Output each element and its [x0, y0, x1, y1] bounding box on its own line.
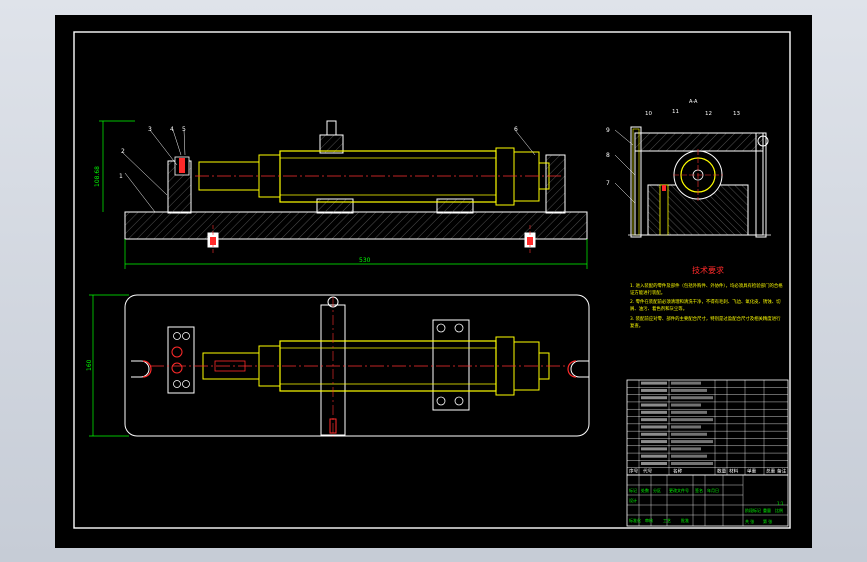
parts-row-code — [641, 454, 667, 458]
side-view: 9 8 7 10 11 12 13 A-A — [606, 99, 771, 238]
title-block-cell: 年月日 — [707, 487, 719, 493]
parts-table-header: 名称 — [673, 468, 683, 475]
front-balloon: 6 — [514, 126, 518, 133]
parts-row-name — [671, 381, 701, 385]
tech-requirements-line: 复查。 — [630, 322, 643, 329]
front-view: 530 108.68 1 2 3 4 5 6 — [94, 120, 588, 269]
front-top-clamp — [319, 134, 344, 154]
parts-table-header: 材料 — [729, 468, 739, 475]
title-block-cell: 分区 — [653, 487, 661, 493]
side-right-bolt — [755, 132, 767, 238]
parts-table-header: 备注 — [777, 468, 787, 475]
parts-row-name — [671, 410, 707, 414]
side-section-label: A-A — [689, 99, 698, 105]
front-balloon: 2 — [121, 148, 125, 155]
parts-row-code — [641, 381, 667, 385]
drawing-frame — [73, 31, 791, 529]
cad-drawing-canvas: 530 108.68 1 2 3 4 5 6 — [73, 31, 791, 529]
front-base-plate — [124, 211, 588, 240]
side-top-plate — [634, 132, 764, 152]
parts-row-name — [671, 432, 707, 436]
title-block-cell: 第 张 — [763, 518, 772, 524]
side-balloon: 7 — [606, 180, 610, 187]
tech-requirements-line: 屑、油污、着色剂和灰尘等。 — [630, 305, 687, 312]
plan-view: 160 — [86, 294, 590, 437]
side-balloon: 8 — [606, 152, 610, 159]
parts-row-name — [671, 454, 707, 458]
parts-row-code — [641, 447, 667, 451]
front-right-support — [545, 154, 566, 214]
parts-row-code — [641, 432, 667, 436]
parts-table: 序号代号 名称 数量材料 单重 总重备注 — [626, 379, 789, 476]
parts-row-code — [641, 418, 667, 422]
parts-row-name — [671, 440, 713, 444]
front-left-bolt — [179, 158, 185, 173]
title-block-cell: 设计 — [629, 497, 637, 503]
parts-row-code — [641, 425, 667, 429]
title-block-cell: 1:1 — [777, 501, 784, 506]
side-balloon: 13 — [733, 111, 740, 117]
title-block-cell: 签名 — [695, 487, 703, 493]
parts-table-header: 序号 — [629, 468, 639, 475]
parts-row-name — [671, 447, 701, 451]
title-block-cell: 重量 — [763, 507, 771, 513]
title-block-cell: 审核 — [645, 517, 653, 523]
parts-row-name — [671, 425, 701, 429]
title-block: 标记处数分区 更改文件号签名年月日阶段标记重量比例 设计标准化审核 工艺 批准 共 张 第 … — [626, 474, 789, 527]
cad-drawing-sheet: 530 108.68 1 2 3 4 5 6 — [55, 15, 812, 548]
parts-row-code — [641, 440, 667, 444]
title-block-cell: 共 张 — [745, 518, 754, 524]
parts-table-header: 数量 — [717, 468, 727, 475]
front-height-text: 108.68 — [94, 166, 101, 187]
title-block-cell: 标记 — [629, 487, 637, 493]
front-balloon: 5 — [182, 126, 186, 133]
parts-row-name — [671, 403, 701, 407]
title-block-cell: 标准化 — [629, 517, 641, 523]
tech-requirements-line: 3. 装配前应对零、部件的主要配合尺寸，特别是过盈配合尺寸及相关精度进行 — [630, 315, 781, 322]
parts-row-code — [641, 462, 667, 465]
plan-height-text: 160 — [86, 359, 93, 371]
tech-requirements-line: 2. 零件在装配前必须清理和清洗干净，不得有毛刺、飞边、氧化皮、锈蚀、切 — [630, 298, 781, 305]
parts-table-header: 单重 — [747, 468, 757, 475]
plan-bearing-block — [432, 319, 470, 411]
parts-row-code — [641, 388, 667, 392]
tech-requirements-title: 技术要求 — [692, 265, 724, 275]
plan-left-clamp — [167, 326, 195, 394]
side-balloon: 9 — [606, 127, 610, 134]
side-balloon: 12 — [705, 111, 712, 117]
parts-row-code — [641, 396, 667, 400]
title-block-cell: 阶段标记 — [745, 507, 761, 513]
front-middle-block-1 — [316, 198, 354, 214]
parts-row-name — [671, 418, 713, 422]
front-shaft-body — [279, 150, 497, 203]
parts-row-name — [671, 388, 707, 392]
title-block-cell: 比例 — [775, 507, 783, 513]
tech-requirements-line: 证方能进行装配。 — [630, 289, 665, 296]
parts-table-header: 总重 — [766, 468, 776, 475]
front-middle-block-2 — [436, 198, 474, 214]
parts-row-code — [641, 403, 667, 407]
front-balloon: 1 — [119, 173, 123, 180]
tech-requirements-line: 1. 进入装配的零件及部件（包括外购件、外协件），均必须具有检验部门的合格 — [630, 282, 783, 289]
title-block-cell: 批准 — [681, 517, 689, 523]
tech-requirements: 技术要求 1. 进入装配的零件及部件（包括外购件、外协件），均必须具有检验部门的… — [630, 265, 783, 329]
title-block-cell: 更改文件号 — [669, 487, 689, 493]
side-left-bolt — [630, 126, 642, 238]
plan-base-outline — [124, 294, 590, 437]
parts-row-code — [641, 410, 667, 414]
title-block-cell: 处数 — [641, 487, 649, 493]
front-shaft-right-collar — [495, 147, 515, 206]
parts-table-header: 代号 — [643, 468, 653, 475]
front-balloon: 4 — [170, 126, 174, 133]
parts-row-name — [671, 396, 713, 400]
front-length-text: 530 — [359, 257, 371, 264]
front-balloon: 3 — [148, 126, 152, 133]
side-balloon: 10 — [645, 111, 652, 117]
side-balloon: 11 — [672, 109, 679, 115]
title-block-cell: 工艺 — [663, 518, 671, 523]
parts-row-name — [671, 462, 713, 465]
